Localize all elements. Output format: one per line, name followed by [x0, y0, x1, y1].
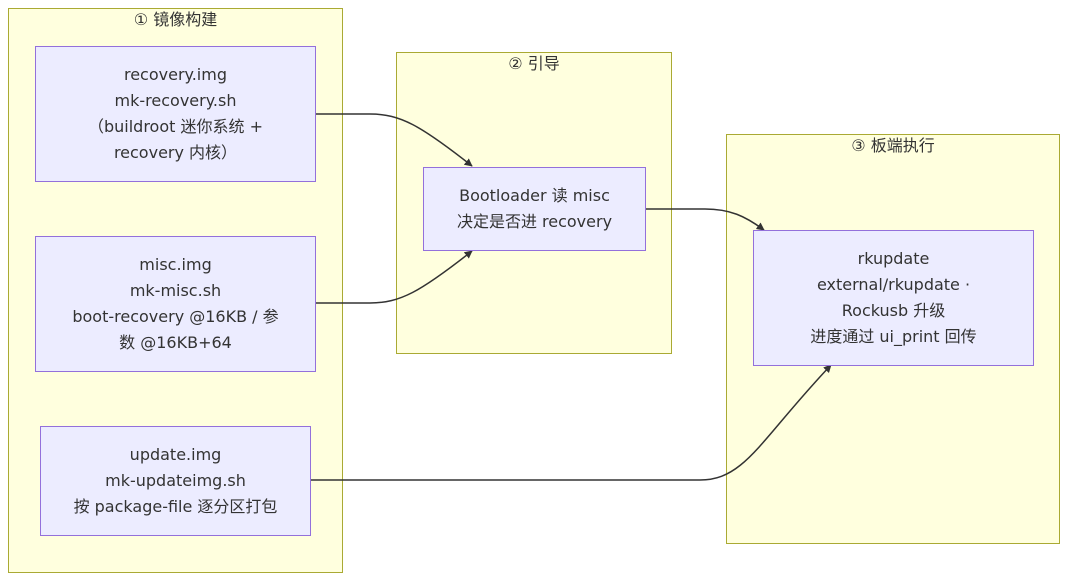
node-recovery-line-3: （buildroot 迷你系统 +: [87, 117, 263, 136]
node-bootloader-line-2: 决定是否进 recovery: [456, 212, 613, 231]
node-rkupdate-line-3: Rockusb 升级: [841, 301, 946, 320]
node-rkupdate-line-2: external/rkupdate ·: [816, 275, 971, 294]
node-recovery-line-4: recovery 内核）: [113, 143, 238, 162]
node-rkupdate: rkupdate external/rkupdate · Rockusb 升级 …: [753, 230, 1034, 366]
node-update-line-3: 按 package-file 逐分区打包: [73, 497, 278, 516]
group-title-board-exec: ③ 板端执行: [851, 136, 935, 155]
node-update-img: update.img mk-updateimg.sh 按 package-fil…: [40, 426, 311, 536]
node-recovery-line-1: recovery.img: [123, 65, 227, 84]
node-misc-img: misc.img mk-misc.sh boot-recovery @16KB …: [35, 236, 316, 372]
node-recovery-img: recovery.img mk-recovery.sh （buildroot 迷…: [35, 46, 316, 182]
node-recovery-line-2: mk-recovery.sh: [114, 91, 237, 110]
node-update-line-2: mk-updateimg.sh: [105, 471, 246, 490]
node-bootloader: Bootloader 读 misc 决定是否进 recovery: [423, 167, 646, 251]
node-rkupdate-line-4: 进度通过 ui_print 回传: [810, 327, 977, 346]
node-bootloader-line-1: Bootloader 读 misc: [459, 186, 610, 205]
node-rkupdate-line-1: rkupdate: [857, 249, 930, 268]
node-misc-line-1: misc.img: [139, 255, 212, 274]
group-title-boot: ② 引导: [508, 54, 560, 73]
node-update-line-1: update.img: [129, 445, 222, 464]
node-misc-line-4: 数 @16KB+64: [119, 333, 232, 352]
node-misc-line-3: boot-recovery @16KB / 参: [72, 307, 279, 326]
group-title-image-build: ① 镜像构建: [133, 10, 218, 29]
node-misc-line-2: mk-misc.sh: [129, 281, 222, 300]
